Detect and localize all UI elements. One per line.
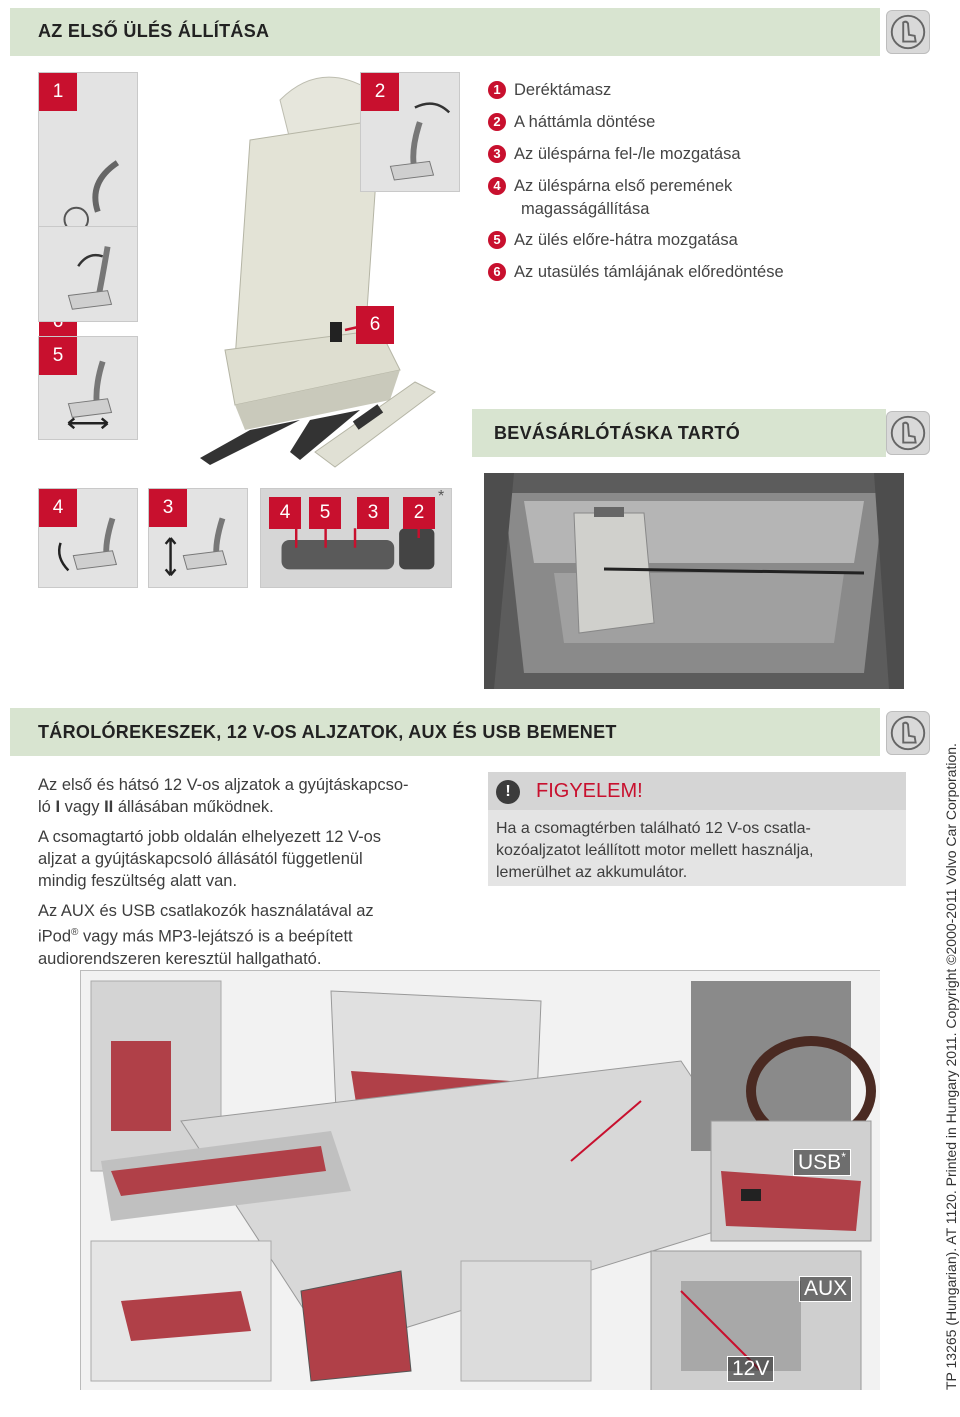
interior-storage-illustration: USB* AUX 12V — [80, 970, 880, 1390]
warning-box: ! FIGYELEM! Ha a csomagtérben található … — [488, 772, 906, 886]
callout-5: 5 — [39, 337, 77, 375]
panel-callout-2: 2 — [403, 497, 435, 529]
warning-icon: ! — [496, 780, 520, 804]
callout-2: 2 — [361, 73, 399, 111]
callout-3: 3 — [149, 489, 187, 527]
section-title-bag-holder: BEVÁSÁRLÓTÁSKA TARTÓ — [494, 423, 740, 443]
paragraph-aux-usb: Az AUX és USB csatlakozók használatával … — [38, 902, 374, 968]
warning-text: Ha a csomagtérben található 12 V-os csat… — [496, 820, 814, 881]
12v-tag: 12V — [727, 1356, 775, 1382]
option-asterisk: * — [438, 488, 445, 505]
section-header-band — [10, 8, 880, 56]
warning-header — [488, 772, 906, 810]
panel-callout-5: 5 — [309, 497, 341, 529]
backrest-tilt-tile: 2 — [360, 72, 460, 192]
paragraph-sockets: Az első és hátsó 12 V-os aljzatok a gyúj… — [38, 776, 409, 816]
seat-icon — [886, 10, 930, 54]
warning-title: FIGYELEM! — [536, 780, 643, 802]
usb-tag: USB* — [793, 1149, 851, 1176]
copyright-vertical: TP 13265 (Hungarian). AT 1120. Printed i… — [943, 743, 959, 1390]
passenger-fold-callout: 6 — [356, 306, 396, 346]
cargo-area-photo — [484, 473, 904, 689]
paragraph-cargo-socket: A csomagtartó jobb oldalán elhelyezett 1… — [38, 828, 382, 890]
callout-1: 1 — [39, 73, 77, 111]
seat-switch-panel-tile: 4 5 3 2 — [260, 488, 452, 588]
section-title-storage: TÁROLÓREKESZEK, 12 V-OS ALJZATOK, AUX ÉS… — [38, 722, 617, 742]
backrest-fold-tile — [38, 226, 138, 322]
legend-item-4-cont: magasságállítása — [521, 200, 650, 218]
section-title-seat-adjust: AZ ELSŐ ÜLÉS ÁLLÍTÁSA — [38, 21, 270, 41]
front-seat-illustration — [200, 76, 401, 465]
seat-icon — [886, 711, 930, 755]
fore-aft-tile: 5 — [38, 336, 138, 440]
seat-side-panel-illustration — [314, 381, 436, 468]
cushion-edge-tile: 4 — [38, 488, 138, 588]
seat-icon — [886, 411, 930, 455]
cushion-height-tile: 3 — [148, 488, 248, 588]
aux-tag: AUX — [799, 1276, 853, 1302]
section-header-band-storage — [10, 708, 880, 756]
callout-4: 4 — [39, 489, 77, 527]
panel-callout-3: 3 — [357, 497, 389, 529]
callout-6-seat: 6 — [356, 306, 394, 344]
panel-callout-4: 4 — [269, 497, 301, 529]
section-header-band-bag — [472, 409, 886, 457]
